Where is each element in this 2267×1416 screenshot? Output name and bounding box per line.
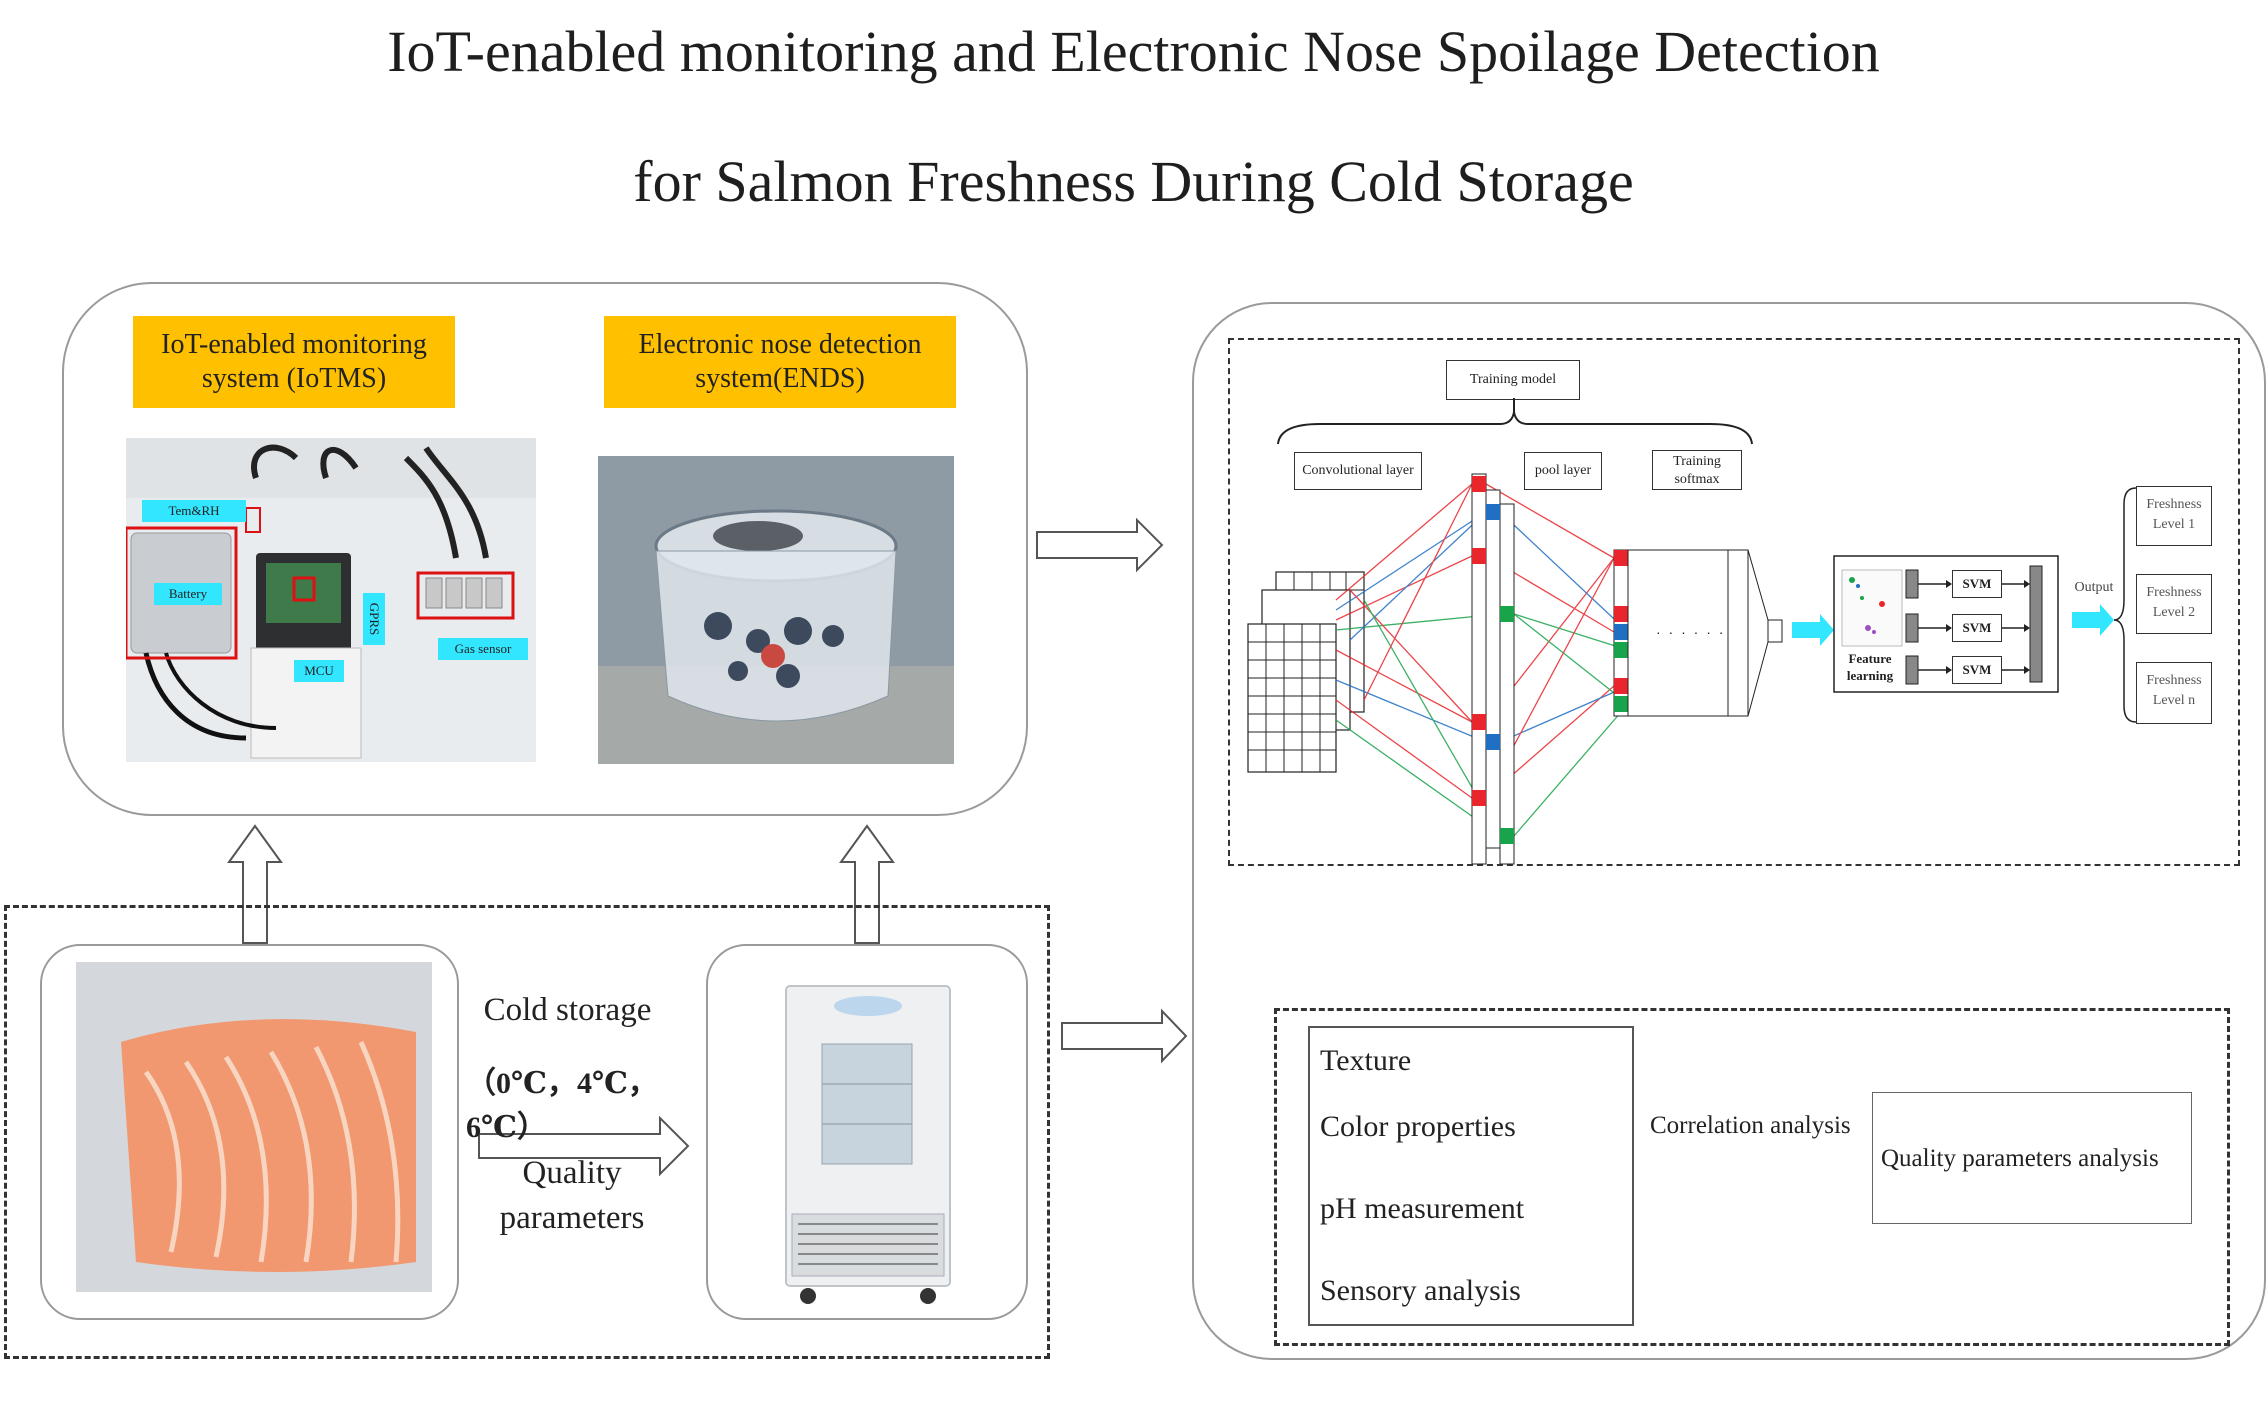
svm-box-2: SVM [1952,614,2002,642]
salmon-photo [76,962,432,1292]
freshness-level-1-box: Freshness Level 1 [2136,486,2212,546]
ends-tag: Electronic nose detection system(ENDS) [604,316,956,408]
item-ph-measurement: pH measurement [1320,1192,1525,1225]
freshness-level-1-line-1: Freshness [2146,497,2202,512]
network-ellipsis: · · · · · · [1656,624,1726,640]
output-label: Output [2074,580,2114,595]
quality-items-box: Texture Color properties pH measurement … [1308,1026,1634,1326]
arrow-up-left [227,824,283,944]
mcu-label: MCU [294,660,344,682]
arrow-up-middle [839,824,895,944]
softmax-line-2: softmax [1674,472,1720,487]
pool-layer-box: pool layer [1524,452,1602,490]
quality-dashed-region [1274,1008,2230,1346]
freshness-level-n-line-2: Level n [2152,693,2196,708]
gas-sensor-label: Gas sensor [438,638,528,660]
freshness-level-n-line-1: Freshness [2146,673,2202,688]
storage-temperatures: （0℃，4℃，6℃） [466,1067,658,1144]
incubator-photo [778,984,958,1314]
freshness-level-n-box: Freshness Level n [2136,662,2212,724]
quality-label-2: parameters [499,1200,645,1236]
feature-learning-line-1: Feature [1848,651,1892,666]
quality-label-1: Quality [522,1155,622,1191]
network-dashed-region [1228,338,2240,866]
arrow-right-middle [1061,1008,1188,1064]
feature-learning-label: Feature learning [1840,650,1900,684]
iotms-tag: IoT-enabled monitoring system (IoTMS) [133,316,455,408]
title-line-1: IoT-enabled monitoring and Electronic No… [387,19,1880,84]
item-sensory-analysis: Sensory analysis [1320,1274,1521,1307]
title-line-2: for Salmon Freshness During Cold Storage [633,149,1634,214]
battery-label: Battery [154,583,222,605]
incubator-illustration [785,985,951,1304]
arrow-right-top [1036,517,1164,573]
storage-dashed-region [4,905,1050,1359]
cold-storage-label: Cold storage [483,992,652,1028]
freshness-level-1-line-2: Level 1 [2152,517,2196,532]
temrh-label: Tem&RH [142,500,246,522]
enose-photo [598,456,954,764]
quality-parameters-analysis-box: Quality parameters analysis [1872,1092,2192,1224]
training-model-box: Training model [1446,360,1580,400]
iot-device-photo: Tem&RH Battery GPRS MCU Gas sensor [126,438,536,762]
correlation-analysis-label: Correlation analysis [1650,1112,1851,1139]
freshness-level-2-line-2: Level 2 [2152,605,2196,620]
softmax-line-1: Training [1673,454,1721,469]
item-color-properties: Color properties [1320,1110,1516,1143]
salmon-illustration [76,962,432,1292]
freshness-level-2-line-1: Freshness [2146,585,2202,600]
svm-box-1: SVM [1952,570,2002,598]
training-softmax-box: Training softmax [1652,450,1742,490]
arrow-quality [478,1115,690,1177]
freshness-level-2-box: Freshness Level 2 [2136,574,2212,634]
enose-illustration [598,456,954,764]
feature-learning-line-2: learning [1846,668,1894,683]
convolutional-layer-box: Convolutional layer [1294,452,1422,490]
item-texture: Texture [1320,1044,1412,1077]
svm-box-3: SVM [1952,656,2002,684]
